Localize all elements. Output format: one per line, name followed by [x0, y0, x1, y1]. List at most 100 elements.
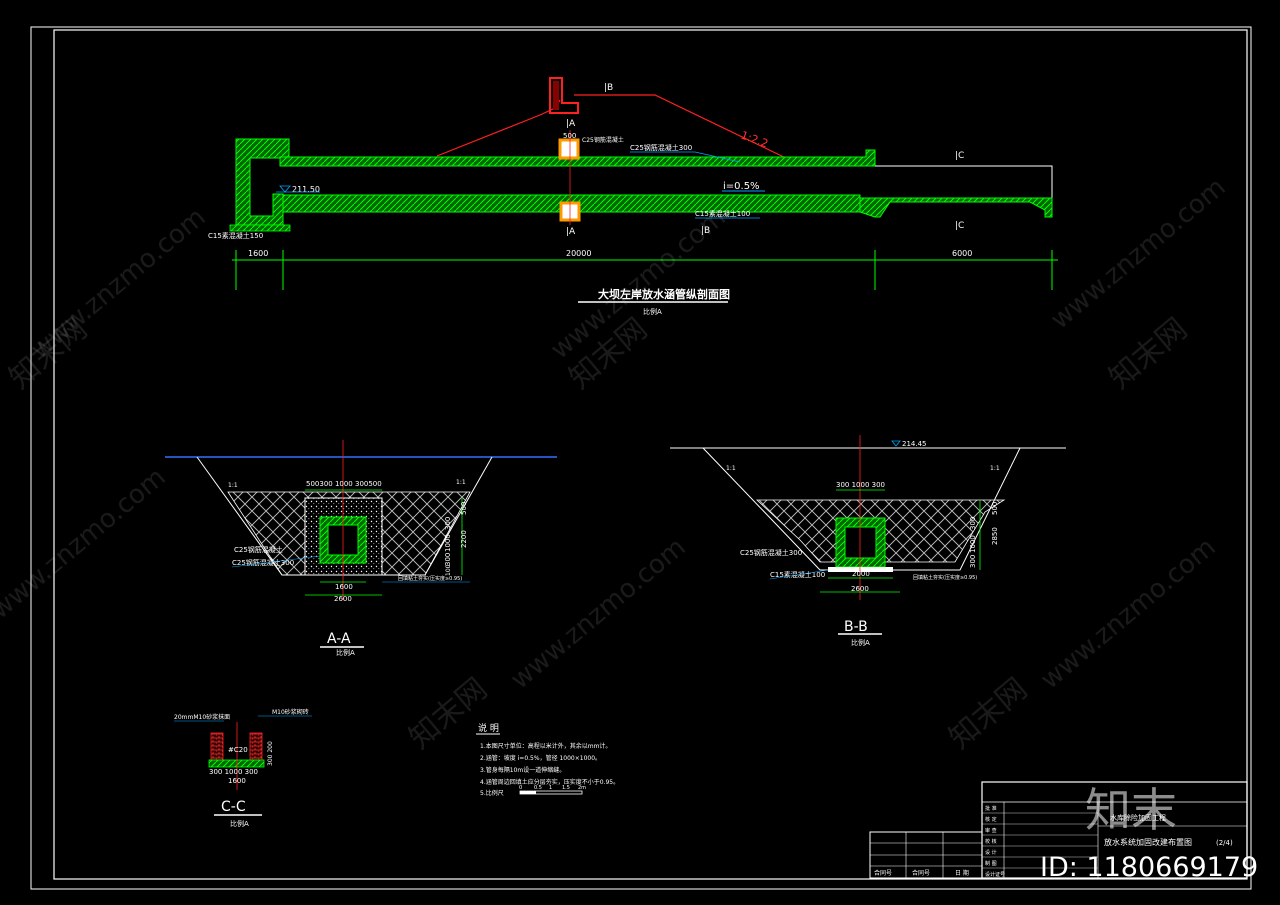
- c25-top-label: C25钢筋混凝土300: [630, 143, 692, 152]
- cut-b-bottom: |B: [701, 226, 710, 236]
- note-c-right: M10砂浆砌砖: [272, 708, 309, 716]
- tb-drawing-title: 放水系统加固改建布置图: [1104, 837, 1192, 847]
- title-c-c: C-C: [221, 799, 246, 815]
- inner-frame: [53, 29, 1248, 880]
- tb-row-label-4: 校 核: [985, 838, 997, 845]
- c25-top-leader: [630, 151, 741, 163]
- dim-a-r2: 300: [444, 553, 452, 566]
- dam-crest-fill: [553, 81, 559, 110]
- dam-slope-line: [574, 94, 791, 161]
- c15-left-bedding: [229, 224, 291, 232]
- c15-b-leader: [769, 569, 829, 580]
- dims-c-bottom: 300 1000 300: [209, 768, 258, 776]
- slope-a-right: 1:1: [456, 479, 466, 486]
- note-5: 5.比例尺: [480, 789, 504, 797]
- section-a-a: 500300 1000 300500 1600 2600 300 1000 30…: [165, 440, 557, 657]
- title-a-a: A-A: [327, 631, 351, 647]
- watermark-id: ID: 1180669179: [1040, 852, 1258, 883]
- dim-2600-b: 2600: [851, 585, 869, 593]
- tb-row-label-3: 审 查: [985, 827, 997, 834]
- water-level-marker: [279, 185, 291, 193]
- scale-tick-4: 2m: [578, 785, 586, 791]
- water-level: 211.50: [292, 185, 320, 194]
- scale-tick-3: 1.5: [562, 785, 570, 791]
- tb-bottom-1: 合同号: [874, 869, 892, 877]
- base-c: [208, 759, 265, 768]
- dims-top-b: 300 1000 300: [836, 481, 885, 489]
- outlet-channel-top: [875, 165, 1053, 198]
- dim-c-1600: 1600: [228, 777, 246, 785]
- elevation-b-marker: [891, 440, 901, 447]
- watermark-net: 知末网: [943, 671, 1034, 756]
- slope-b-left: 1:1: [726, 465, 736, 472]
- c25-box-label: C25钢筋混凝土: [582, 136, 624, 144]
- fill-note-a: 回填粘土夯实(压实度≥0.95): [398, 575, 462, 582]
- dim-b-r2: 300: [969, 555, 977, 568]
- watermark-site: www.znzmo.com: [1035, 532, 1221, 695]
- profile-title: 大坝左岸放水涵管纵剖面图: [598, 287, 730, 301]
- dims-c-right: 300 200: [267, 741, 274, 766]
- tb-row-label-7: 设计证号: [985, 871, 1005, 878]
- title-block-main-frame: [981, 781, 1248, 879]
- longitudinal-profile: 1:2.2 |B |A |A |B |C |C 500 C25钢筋混凝土 C25…: [208, 77, 1058, 316]
- watermark-brand: 知末: [1085, 783, 1177, 837]
- watermark-site: www.znzmo.com: [0, 462, 172, 625]
- notes-block: 说 明 1.本图尺寸单位：高程以米计外，其余以mm计。 2.涵管：坡度 i=0.…: [476, 722, 619, 797]
- dim-a-r0: 300: [444, 517, 452, 530]
- scale-tick-0: 0: [519, 785, 522, 791]
- slope-b-right: 1:1: [990, 465, 1000, 472]
- outer-frame: [30, 26, 1252, 890]
- dim-b-r3: 500: [991, 502, 999, 515]
- dim-a-r5: 2200: [460, 530, 468, 548]
- tb-row-label-5: 设 计: [985, 849, 997, 856]
- fill-note-b: 回填粘土夯实(压实度≥0.95): [913, 574, 977, 581]
- c25-a-label-300: C25钢筋混凝土300: [232, 558, 294, 567]
- c25-b-label: C25钢筋混凝土300: [740, 548, 802, 557]
- dim-2600-a: 2600: [334, 595, 352, 603]
- cut-a-top: |A: [566, 119, 576, 129]
- c25-a-label: C25钢筋混凝土: [234, 545, 283, 554]
- dims-top-a: 500300 1000 300500: [306, 480, 382, 488]
- culvert-b-opening: [844, 526, 877, 559]
- tb-bottom-3: 日 期: [955, 869, 969, 877]
- slope-a-left: 1:1: [228, 482, 238, 489]
- cut-a-bottom: |A: [566, 227, 576, 237]
- dam-outline: [436, 99, 561, 157]
- title-block: 合同号 合同号 日 期 批 准 核 定 审 查 校 核 设 计 制 图 设计证号…: [869, 781, 1248, 879]
- tb-row-label-1: 批 准: [985, 805, 997, 812]
- c15-bottom-label: C15素混凝土100: [695, 209, 750, 218]
- dim-a-r1: 1000: [444, 534, 452, 552]
- cut-a-marker-top: [558, 138, 580, 160]
- cut-c-top: |C: [955, 151, 964, 161]
- tb-sheet-no: (2/4): [1216, 839, 1233, 847]
- elevation-b: 214.45: [902, 440, 927, 448]
- watermark-layer: www.znzmo.com www.znzmo.com www.znzmo.co…: [0, 172, 1258, 883]
- dim-2000-b: 2000: [852, 570, 870, 578]
- title-b-b: B-B: [844, 619, 868, 635]
- note-4: 4.涵管周边回填土应分层夯实，压实度不小于0.95。: [480, 778, 619, 786]
- cut-c-bottom: |C: [955, 221, 964, 231]
- dim-a-r4: 500: [460, 502, 468, 515]
- profile-scale: 比例A: [643, 307, 662, 316]
- dim-b-r4: 2850: [991, 527, 999, 545]
- dim-b-r0: 300: [969, 517, 977, 530]
- scale-c-c: 比例A: [230, 819, 249, 828]
- dim-20000: 20000: [566, 249, 591, 258]
- watermark-net: 知末网: [1103, 311, 1194, 396]
- dim-6000: 6000: [952, 249, 972, 258]
- watermark-site: www.znzmo.com: [505, 532, 691, 695]
- c15-bedding-b: [828, 567, 893, 572]
- dim-500: 500: [563, 132, 576, 140]
- tb-project: 水库除险加固工程: [1110, 813, 1166, 822]
- slope-label: 1:2.2: [739, 129, 770, 151]
- scale-bar-fill: [520, 791, 536, 794]
- tb-bottom-2: 合同号: [912, 869, 930, 877]
- notes-heading: 说 明: [478, 722, 499, 734]
- scale-b-b: 比例A: [851, 638, 870, 647]
- outlet-channel-bottom: [859, 197, 1053, 218]
- c25-a-leader: [231, 555, 321, 568]
- note-3: 3.管身每隔10m设一道伸缩缝。: [480, 766, 565, 774]
- tb-row-label-6: 制 图: [985, 860, 997, 867]
- c15-left-label: C15素混凝土150: [208, 231, 263, 240]
